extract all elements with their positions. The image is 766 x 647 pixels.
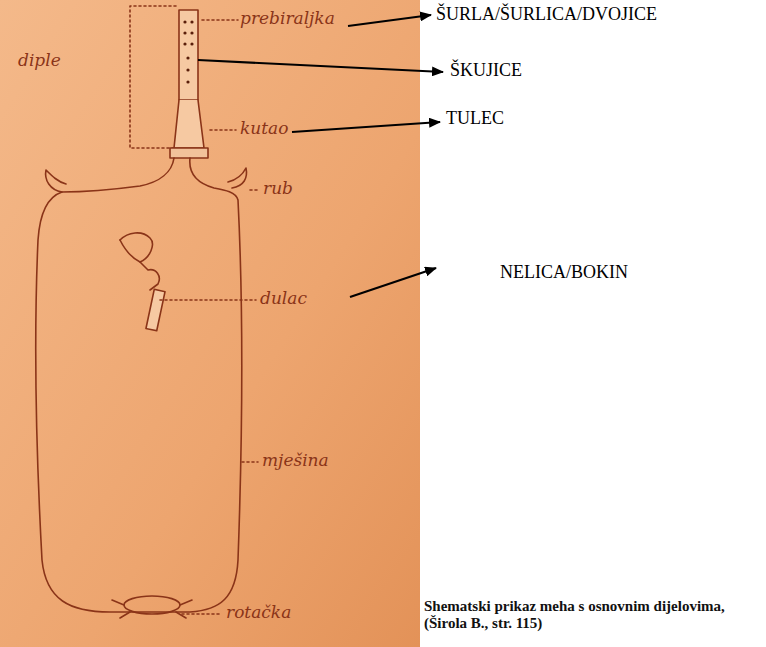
- part-label: mješina: [262, 450, 329, 470]
- part-label: diple: [18, 50, 61, 70]
- part-label: kutao: [240, 118, 288, 138]
- photo-ground: [0, 0, 420, 647]
- part-label: dulac: [260, 288, 307, 308]
- part-label: prebiraljka: [240, 8, 335, 28]
- part-label: rotačka: [226, 602, 291, 622]
- callout-label: TULEC: [446, 108, 504, 129]
- callout-label: ŠURLA/ŠURLICA/DVOJICE: [436, 4, 657, 25]
- part-label: rub: [263, 178, 293, 198]
- figure-caption: Shematski prikaz meha s osnovnim dijelov…: [424, 598, 754, 633]
- callout-label: ŠKUJICE: [450, 60, 522, 81]
- callout-label: NELICA/BOKIN: [500, 262, 628, 283]
